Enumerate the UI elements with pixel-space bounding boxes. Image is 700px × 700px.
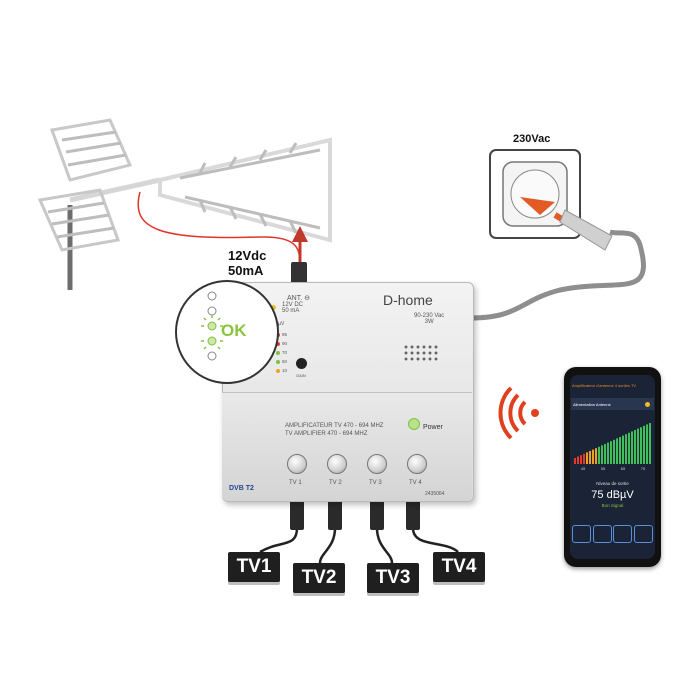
phone-header: Amplificateur d'antenne 4 sorties TV — [572, 383, 637, 388]
phone-signal-status: Bon Signal — [601, 503, 624, 508]
callout-leds — [201, 291, 223, 361]
output-cables — [259, 527, 459, 564]
zoom-callout — [175, 280, 279, 384]
antenna-cable — [137, 191, 301, 269]
output-2-knob[interactable] — [327, 454, 347, 474]
level-bar — [622, 435, 624, 464]
title-en: TV AMPLIFIER 470 - 694 MHZ — [285, 431, 368, 437]
level-bar — [583, 453, 585, 464]
phone-section-bar — [571, 398, 654, 410]
level-bar — [646, 424, 648, 464]
level-bar — [598, 446, 600, 464]
antenna — [37, 118, 332, 290]
level-leds: 95 90 70 50 10 — [276, 330, 296, 375]
output-1-knob[interactable] — [287, 454, 307, 474]
axis-tick: 65 — [620, 466, 626, 471]
level-bar — [604, 444, 606, 464]
antenna-feed-label: 12Vdc 50mA — [228, 248, 266, 278]
socket-voltage-label: 230Vac — [513, 133, 551, 145]
level-bar — [631, 431, 633, 464]
level-bar — [637, 428, 639, 464]
status-led — [271, 305, 276, 310]
output-label: TV 4 — [409, 480, 422, 486]
wifi-signal-icon — [498, 386, 539, 440]
level-bar — [580, 455, 582, 464]
level-bar — [595, 448, 597, 464]
ant-input-label: ANT. ⊖ — [287, 295, 310, 302]
power-cord — [469, 229, 646, 321]
power-label: Power — [423, 424, 443, 431]
output-label: TV 3 — [369, 480, 382, 486]
phone-section: Alimentation Antenne — [573, 402, 611, 407]
level-bar — [619, 437, 621, 464]
wall-socket — [489, 149, 613, 251]
output-connectors — [290, 500, 420, 530]
feed-current: 50mA — [228, 263, 264, 278]
speaker-grille — [403, 344, 439, 362]
phone-output-tab[interactable] — [592, 525, 612, 543]
phone-status-dot — [645, 402, 650, 407]
phone-output-tab[interactable] — [613, 525, 633, 543]
level-bar — [610, 441, 612, 464]
level-bar — [640, 427, 642, 464]
output-3-knob[interactable] — [367, 454, 387, 474]
level-bar — [577, 456, 579, 464]
output-label: TV 1 — [289, 480, 302, 486]
phone-output-tabs — [572, 525, 653, 543]
axis-tick: 75 — [640, 466, 646, 471]
dvb-t2-logo: DVB T2 — [229, 485, 254, 492]
phone-output-label: Niveau de sortie — [596, 481, 629, 486]
antenna-input-connector — [291, 262, 307, 286]
level-bar — [649, 423, 651, 464]
brand-logo: D-home — [383, 292, 433, 308]
level-bar — [616, 438, 618, 464]
reference-number: 2435064 — [425, 491, 445, 497]
tv3-box: TV3 — [367, 563, 419, 593]
axis-tick: 55 — [600, 466, 606, 471]
amplifier-front-panel — [222, 392, 472, 501]
level-bar — [592, 449, 594, 464]
level-bar — [601, 445, 603, 464]
gain-label: GAIN — [296, 373, 306, 378]
phone-axis: 45 55 65 75 — [573, 466, 653, 471]
title-fr: AMPLIFICATEUR TV 470 - 694 MHZ — [285, 423, 384, 429]
feed-voltage: 12Vdc — [228, 248, 267, 263]
output-4-knob[interactable] — [407, 454, 427, 474]
phone-output-tab[interactable] — [572, 525, 591, 543]
phone-level-graph — [574, 423, 651, 464]
level-bar — [589, 451, 591, 464]
gain-knob[interactable] — [296, 358, 307, 369]
power-led — [408, 418, 420, 430]
tv2-box: TV2 — [293, 563, 345, 593]
level-bar — [574, 458, 576, 464]
level-bar — [625, 434, 627, 464]
coax-icon: ⊖ — [304, 295, 310, 302]
level-bar — [634, 430, 636, 464]
level-bar — [613, 439, 615, 464]
level-bar — [586, 452, 588, 464]
axis-tick: 45 — [580, 466, 586, 471]
level-bar — [607, 442, 609, 464]
tv1-box: TV1 — [228, 552, 280, 582]
level-bar — [628, 432, 630, 464]
phone-output-tab[interactable] — [633, 525, 653, 543]
ok-indicator: OK — [221, 321, 247, 340]
output-label: TV 2 — [329, 480, 342, 486]
tv4-box: TV4 — [433, 552, 485, 582]
phone-output-value: 75 dBµV — [591, 489, 634, 501]
level-bar — [643, 425, 645, 464]
